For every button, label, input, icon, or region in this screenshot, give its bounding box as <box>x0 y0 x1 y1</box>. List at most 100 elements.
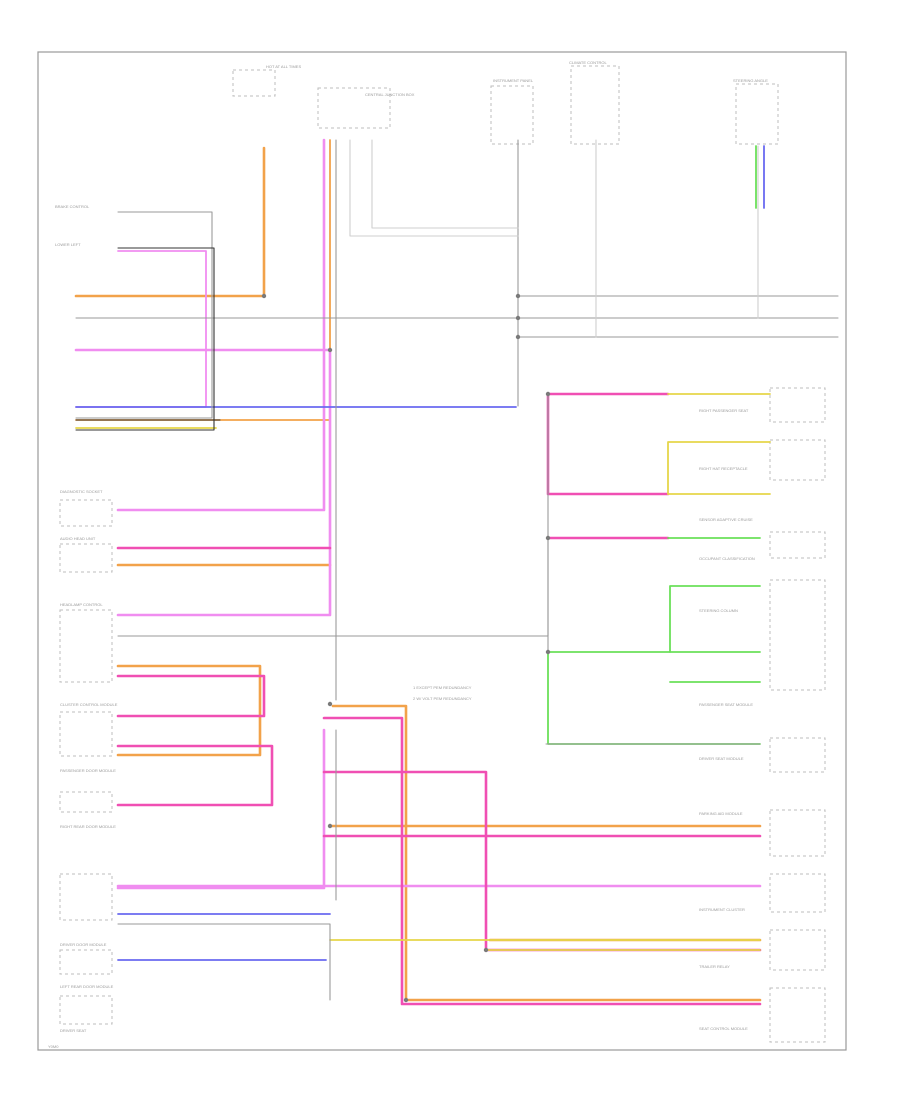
green-wire-2 <box>547 585 761 653</box>
left-box-8 <box>59 995 113 1025</box>
page-code: Y0M0 <box>48 1044 59 1049</box>
upper-box-right-a <box>490 85 534 145</box>
left-box-1 <box>59 499 113 527</box>
yellow-wire-2 <box>667 441 771 495</box>
green-wire-group <box>547 145 761 745</box>
left-box-5 <box>59 791 113 813</box>
tiny-labels: HOT AT ALL TIMES CENTRAL JUNCTION BOX IN… <box>48 60 768 1049</box>
black-wire-group <box>75 247 221 431</box>
light-gray-wire-1 <box>349 139 519 237</box>
yellow-wire-group <box>75 393 771 951</box>
green-wire-1 <box>547 651 761 745</box>
left-module-boxes <box>59 499 113 1025</box>
orange-wire-bottom <box>331 704 762 1002</box>
upper-box-right-c <box>735 83 779 145</box>
junction-dot-12 <box>403 997 409 1003</box>
upper-box-mid <box>317 87 391 129</box>
right-box-3 <box>769 531 826 559</box>
junction-dot-2 <box>327 347 333 353</box>
black-wire-1 <box>75 247 215 431</box>
tiny-label-right-4: OCCUPANT CLASSIFICATION <box>699 556 755 561</box>
tiny-label-left-1: BRAKE CONTROL <box>55 204 90 209</box>
orange-wire-left-2 <box>116 664 262 757</box>
magenta-wire-right <box>546 392 670 496</box>
tiny-label-left-3: DIAGNOSTIC SOCKET <box>60 489 103 494</box>
right-box-7 <box>769 873 826 913</box>
diagram-frame <box>37 51 847 1051</box>
junction-dot-5 <box>515 334 521 340</box>
junction-dots <box>261 293 551 1003</box>
gray-wire-group <box>75 139 839 1001</box>
tiny-label-top-2: CENTRAL JUNCTION BOX <box>365 92 415 97</box>
tiny-label-left-8: RIGHT REAR DOOR MODULE <box>60 824 116 829</box>
tiny-label-left-7: PASSENGER DOOR MODULE <box>60 768 116 773</box>
magenta-wire-4 <box>322 716 762 1006</box>
tiny-label-right-5: STEERING COLUMN <box>699 608 738 613</box>
right-box-1 <box>769 387 826 423</box>
right-box-9 <box>769 987 826 1043</box>
junction-dot-9 <box>327 701 333 707</box>
upper-box-left <box>232 69 276 97</box>
left-box-6 <box>59 873 113 921</box>
right-box-5 <box>769 737 826 773</box>
pink-wire-left-2 <box>74 348 332 617</box>
tiny-label-right-9: INSTRUMENT CLUSTER <box>699 907 745 912</box>
junction-dot-4 <box>515 315 521 321</box>
tiny-label-left-5: HEADLAMP CONTROL <box>60 602 103 607</box>
pink-wire-left-3 <box>116 728 326 890</box>
junction-dot-3 <box>515 293 521 299</box>
light-gray-wire-2 <box>371 139 519 229</box>
tiny-label-right-2: RIGHT HAT RECEPTACLE <box>699 466 748 471</box>
magenta-wire-5 <box>322 770 762 952</box>
left-box-2 <box>59 543 113 573</box>
tiny-label-left-4: AUDIO HEAD UNIT <box>60 536 96 541</box>
tiny-label-top-3: INSTRUMENT PANEL <box>493 78 534 83</box>
orange-wire-mid <box>75 139 331 421</box>
orange-wire-top <box>74 146 266 298</box>
right-box-4 <box>769 579 826 691</box>
magenta-wire-2 <box>116 674 266 718</box>
gray-wire-lower-left <box>117 923 331 1001</box>
tiny-label-right-6: PASSENGER SEAT MODULE <box>699 702 753 707</box>
upper-module-boxes <box>232 65 779 145</box>
tiny-label-top-1: HOT AT ALL TIMES <box>266 64 301 69</box>
right-module-boxes <box>769 387 826 1043</box>
tiny-label-right-8: PARKING AID MODULE <box>699 811 743 816</box>
gray-wire-top-left <box>75 211 213 419</box>
junction-dot-10 <box>327 823 333 829</box>
tiny-label-left-10: LEFT REAR DOOR MODULE <box>60 984 114 989</box>
junction-dot-11 <box>483 947 489 953</box>
orange-wire-group <box>74 139 762 1002</box>
tiny-label-left-6: CLUSTER CONTROL MODULE <box>60 702 118 707</box>
tiny-label-top-4: CLIMATE CONTROL <box>569 60 607 65</box>
left-box-7 <box>59 949 113 975</box>
junction-dot-8 <box>545 649 551 655</box>
tiny-label-right-3: SENSOR ADAPTIVE CRUISE <box>699 517 753 522</box>
legend-line-2: 2 W/ VOLT PEM REDUNDANCY <box>413 696 472 701</box>
pink-wire-group <box>74 138 762 890</box>
tiny-label-right-1: RIGHT PASSENGER SEAT <box>699 408 749 413</box>
tiny-label-top-5: STEERING ANGLE <box>733 78 768 83</box>
junction-dot-7 <box>545 535 551 541</box>
right-box-2 <box>769 439 826 481</box>
magenta-wire-3 <box>116 744 274 807</box>
tiny-label-left-9: DRIVER DOOR MODULE <box>60 942 107 947</box>
tiny-label-left-11: DRIVER SEAT <box>60 1028 87 1033</box>
tiny-label-right-11: SEAT CONTROL MODULE <box>699 1026 748 1031</box>
junction-dot-6 <box>545 391 551 397</box>
junction-dot-1 <box>261 293 267 299</box>
pink-wire-left-1 <box>116 138 326 512</box>
tiny-label-right-7: DRIVER SEAT MODULE <box>699 756 744 761</box>
legend-line-1: 1 EXCEPT PEM REDUNDANCY <box>413 685 472 690</box>
right-box-6 <box>769 809 826 857</box>
tiny-label-left-2: LOWER LEFT <box>55 242 81 247</box>
left-box-3 <box>59 609 113 683</box>
right-box-8 <box>769 929 826 971</box>
blue-wire-group <box>75 145 765 961</box>
upper-box-right-b <box>570 65 620 145</box>
tiny-label-right-10: TRAILER RELAY <box>699 964 730 969</box>
pink-wire-top <box>75 250 207 408</box>
left-box-4 <box>59 711 113 757</box>
